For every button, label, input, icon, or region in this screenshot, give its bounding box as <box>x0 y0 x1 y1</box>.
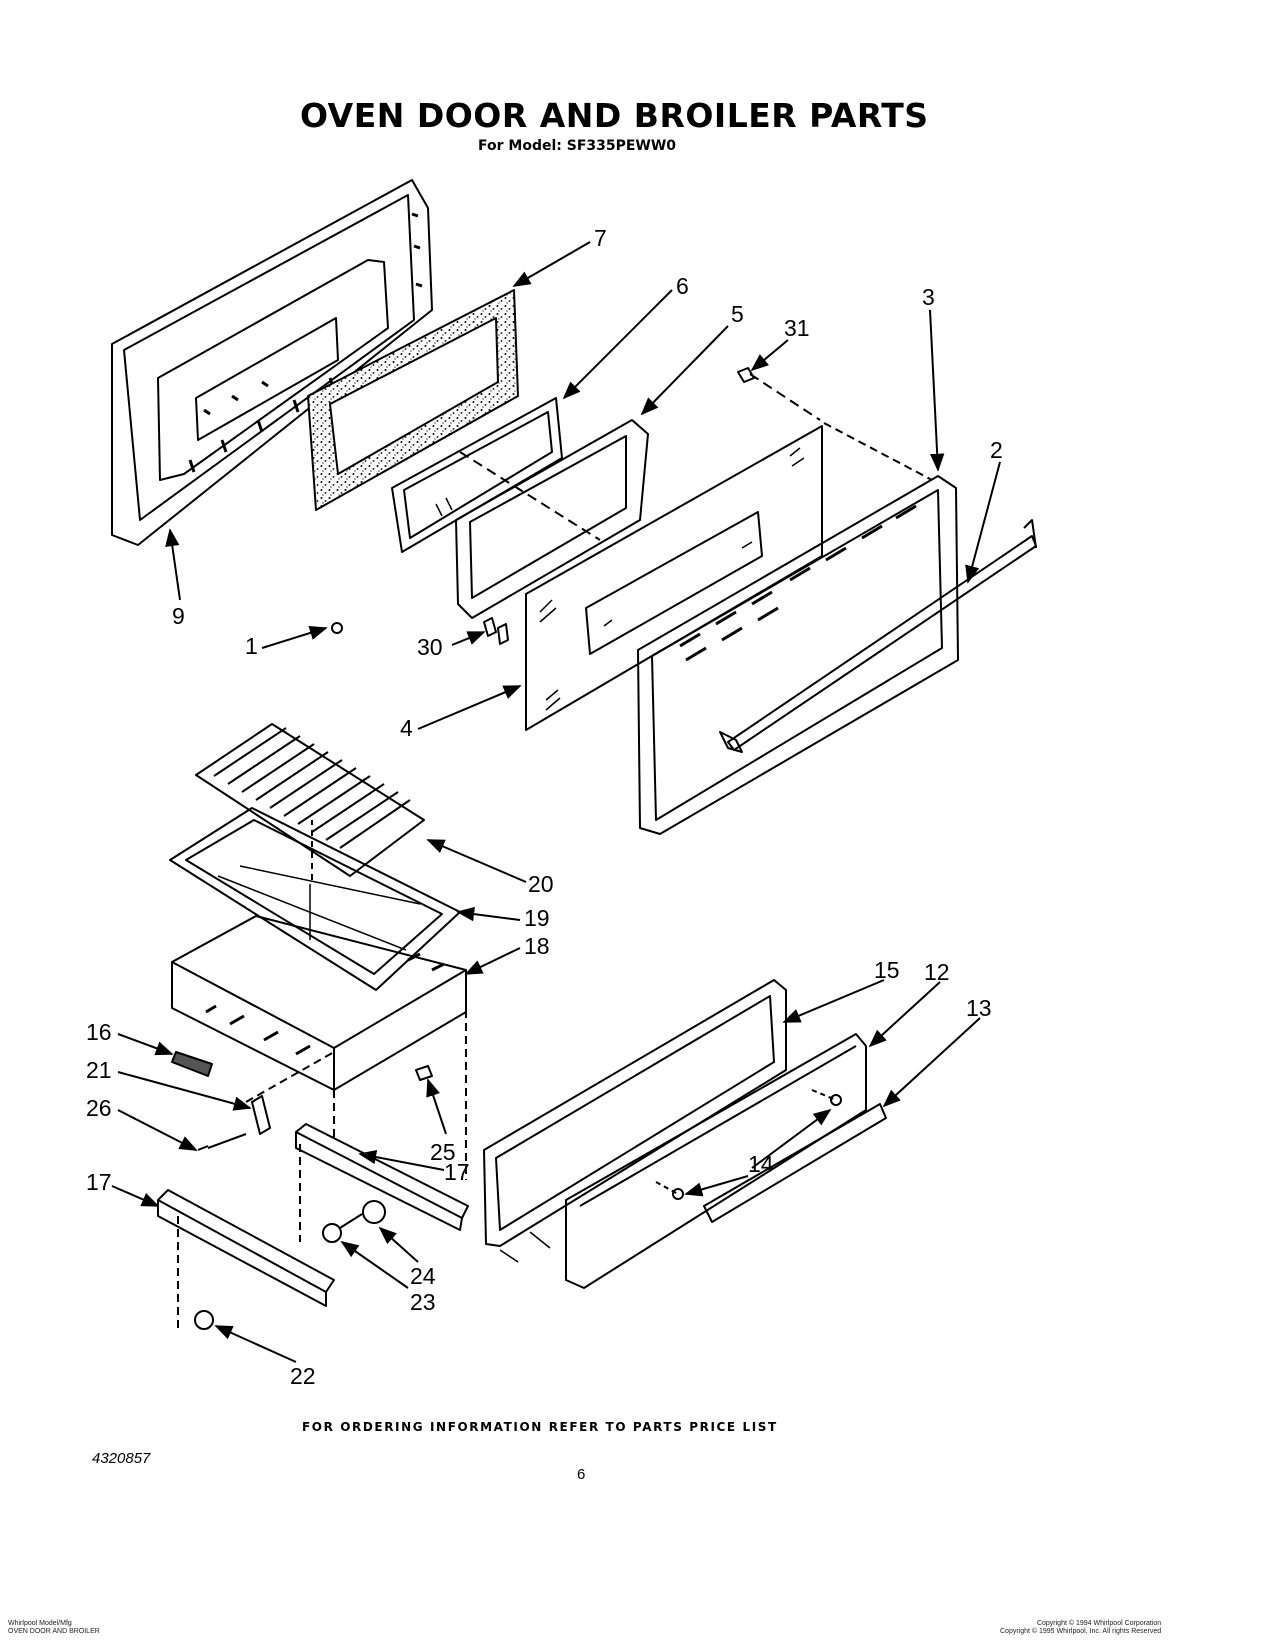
door-handle-part-2 <box>719 519 1037 753</box>
drawer-rail-right-part-17 <box>295 1123 469 1242</box>
callout-23: 23 <box>410 1289 436 1315</box>
model-subtitle: For Model: SF335PEWW0 <box>478 138 677 154</box>
callout-18: 18 <box>524 933 550 959</box>
callout-15: 15 <box>874 957 900 983</box>
trim-strip-part-13 <box>655 1089 887 1223</box>
fine-print-right: Copyright © 1994 Whirlpool Corporation C… <box>1000 1620 1161 1636</box>
callout-17-right: 17 <box>444 1159 470 1185</box>
callout-17-left: 17 <box>86 1169 112 1195</box>
callout-5: 5 <box>731 301 744 327</box>
callout-13: 13 <box>966 995 992 1021</box>
ordering-note: FOR ORDERING INFORMATION REFER TO PARTS … <box>302 1420 778 1434</box>
callout-22: 22 <box>290 1363 316 1389</box>
broiler-drawer-part-18 <box>171 915 467 1180</box>
callout-6: 6 <box>676 273 689 299</box>
leader-lines <box>111 241 1001 1363</box>
document-number: 4320857 <box>92 1450 151 1467</box>
page-number: 6 <box>577 1466 586 1483</box>
callout-7: 7 <box>594 225 607 251</box>
drawer-panel-part-15 <box>483 979 787 1263</box>
broiler-grid-part-20 <box>195 723 425 877</box>
callout-14: 14 <box>748 1151 774 1177</box>
glass-retainer-part-5 <box>455 419 649 619</box>
fine-print-right-line-1: Copyright © 1994 Whirlpool Corporation <box>1036 1620 1162 1627</box>
inner-door-panel-part-9 <box>111 179 433 546</box>
broiler-pan-part-19 <box>169 807 461 991</box>
callout-26: 26 <box>86 1095 112 1121</box>
callout-4: 4 <box>400 715 413 741</box>
callout-30: 30 <box>417 634 443 660</box>
fine-print-left-line-2: OVEN DOOR AND BROILER <box>8 1628 100 1635</box>
callout-20: 20 <box>528 871 554 897</box>
knob-part-22 <box>194 1310 214 1330</box>
callout-21: 21 <box>86 1057 112 1083</box>
page-title: OVEN DOOR AND BROILER PARTS <box>300 96 929 135</box>
drawer-rail-left-part-17 <box>157 1189 335 1330</box>
drawer-knobs <box>322 1200 386 1243</box>
callout-2: 2 <box>990 437 1003 463</box>
callout-9: 9 <box>172 603 185 629</box>
inner-glass-frame-part-6 <box>391 397 563 553</box>
drawer-front-part-12 <box>565 1033 867 1289</box>
callout-19: 19 <box>524 905 550 931</box>
fine-print-left-line-1: Whirlpool Model/Mfg <box>8 1620 72 1627</box>
outer-door-frame-part-3 <box>637 422 959 835</box>
fine-print-left: Whirlpool Model/Mfg OVEN DOOR AND BROILE… <box>8 1620 100 1636</box>
drawer-hardware <box>171 1051 433 1151</box>
outer-glass-part-4 <box>525 425 823 731</box>
callout-1: 1 <box>245 633 258 659</box>
callout-25: 25 <box>430 1139 456 1165</box>
insulation-gasket-part-7 <box>307 289 519 511</box>
callout-16: 16 <box>86 1019 112 1045</box>
callout-31: 31 <box>784 315 810 341</box>
callout-3: 3 <box>922 284 935 310</box>
callout-24: 24 <box>410 1263 436 1289</box>
callout-labels: 7 6 5 31 3 2 9 1 30 4 20 19 18 16 21 26 … <box>86 225 1003 1389</box>
small-hardware-parts <box>331 367 821 645</box>
fine-print-right-line-2: Copyright © 1995 Whirlpool, Inc. All rig… <box>1000 1628 1162 1635</box>
callout-12: 12 <box>924 959 950 985</box>
